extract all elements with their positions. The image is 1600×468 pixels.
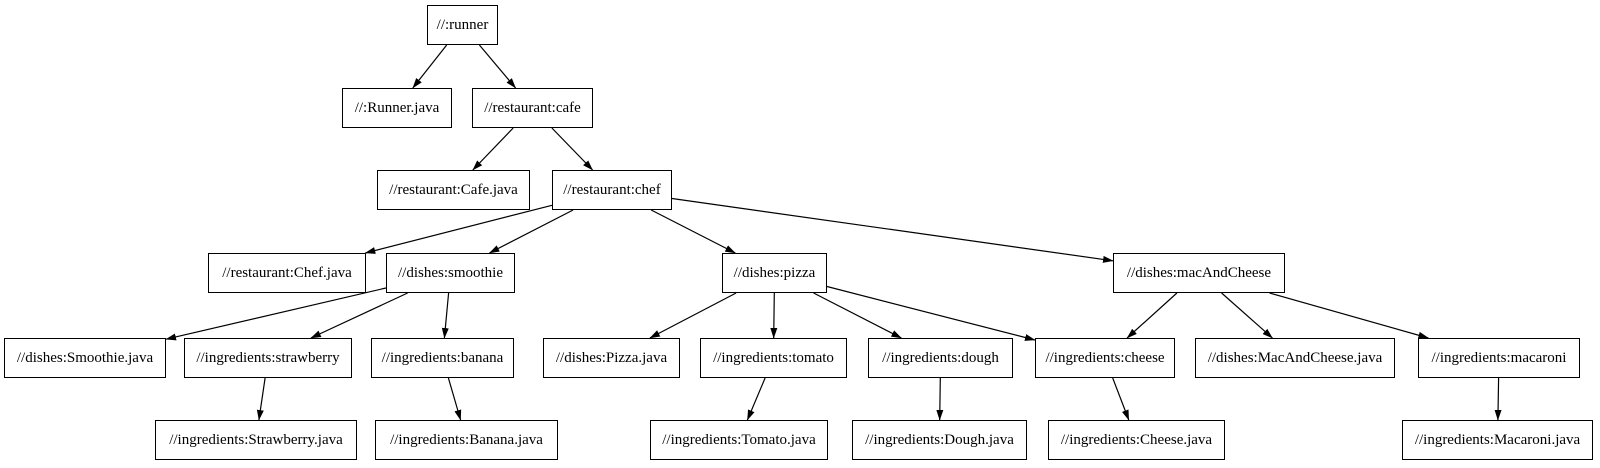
graph-node-macaroni: //ingredients:macaroni [1418,338,1580,378]
edge-chef-to-smoothie [488,209,574,254]
edge-smoothie-to-banana [441,292,450,339]
graph-node-label: //ingredients:Strawberry.java [169,431,343,448]
graph-node-label: //dishes:pizza [733,264,816,281]
graph-node-label: //ingredients:Macaroni.java [1414,431,1581,448]
graph-node-runner: //:runner [427,5,498,45]
graph-node-dough-java: //ingredients:Dough.java [852,420,1027,460]
graph-node-label: //:runner [436,16,489,33]
graph-node-label: //dishes:smoothie [398,264,503,281]
edge-runner-to-cafe [478,44,517,89]
graph-node-label: //ingredients:Banana.java [390,431,543,448]
graph-node-label: //ingredients:Tomato.java [662,431,816,448]
edge-dough-to-dough-java [936,377,944,421]
edge-chef-to-chef-java [364,204,553,254]
edge-pizza-to-tomato [770,292,778,339]
edge-chef-to-pizza [650,209,736,254]
edge-pizza-to-pizza-java [649,292,737,339]
graph-node-macaroni-java: //ingredients:Macaroni.java [1402,420,1593,460]
graph-node-label: //ingredients:Dough.java [865,431,1014,448]
graph-node-mac-and-cheese: //dishes:macAndCheese [1113,253,1285,293]
graph-node-mac-and-cheese-java: //dishes:MacAndCheese.java [1195,338,1395,378]
graph-node-cafe-java: //restaurant:Cafe.java [377,170,530,210]
graph-node-label: //restaurant:chef [563,181,661,198]
edge-banana-to-banana-java [447,377,462,421]
edge-pizza-to-dough [813,292,902,339]
graph-node-label: //ingredients:macaroni [1431,349,1567,366]
graph-node-smoothie-java: //dishes:Smoothie.java [4,338,166,378]
graph-node-label: //ingredients:Cheese.java [1060,431,1213,448]
graph-node-cafe: //restaurant:cafe [472,88,593,128]
graph-node-banana: //ingredients:banana [371,338,514,378]
graph-node-pizza: //dishes:pizza [722,253,827,293]
graph-node-tomato-java: //ingredients:Tomato.java [650,420,828,460]
edge-cafe-to-chef [551,127,594,171]
graph-node-label: //ingredients:strawberry [196,349,340,366]
graph-node-strawberry-java: //ingredients:Strawberry.java [155,420,357,460]
edge-smoothie-to-smoothie-java [165,287,387,341]
edge-mac-and-cheese-to-mac-and-cheese-java [1221,292,1273,339]
edge-cheese-to-cheese-java [1112,377,1130,421]
graph-node-label: //dishes:Pizza.java [555,349,668,366]
graph-node-label: //ingredients:tomato [713,349,834,366]
graph-node-chef-java: //restaurant:Chef.java [208,253,366,293]
graph-node-cheese-java: //ingredients:Cheese.java [1048,420,1225,460]
edge-pizza-to-cheese [826,285,1036,341]
graph-node-runner-java: //:Runner.java [342,88,452,128]
edge-macaroni-to-macaroni-java [1494,377,1502,421]
graph-node-label: //dishes:macAndCheese [1126,264,1272,281]
edge-cafe-to-cafe-java [472,127,514,171]
graph-node-label: //dishes:Smoothie.java [16,349,154,366]
edge-strawberry-to-strawberry-java [256,377,266,421]
graph-node-label: //restaurant:cafe [484,99,581,116]
edge-tomato-to-tomato-java [746,377,766,421]
graph-node-label: //restaurant:Cafe.java [389,181,518,198]
graph-node-label: //ingredients:banana [381,349,504,366]
graph-node-label: //ingredients:dough [882,349,999,366]
edge-mac-and-cheese-to-macaroni [1269,292,1429,339]
graph-node-label: //dishes:MacAndCheese.java [1207,349,1383,366]
graph-node-label: //ingredients:cheese [1045,349,1165,366]
graph-node-chef: //restaurant:chef [552,170,672,210]
edge-smoothie-to-strawberry [310,292,408,339]
edge-mac-and-cheese-to-cheese [1126,292,1178,339]
graph-node-smoothie: //dishes:smoothie [386,253,515,293]
graph-node-dough: //ingredients:dough [868,338,1013,378]
edge-runner-to-runner-java [412,44,448,89]
graph-node-banana-java: //ingredients:Banana.java [375,420,558,460]
graph-node-label: //:Runner.java [354,99,440,116]
graph-node-pizza-java: //dishes:Pizza.java [543,338,680,378]
edge-chef-to-mac-and-cheese [671,197,1114,263]
graph-node-tomato: //ingredients:tomato [700,338,847,378]
graph-node-cheese: //ingredients:cheese [1035,338,1175,378]
graph-node-strawberry: //ingredients:strawberry [184,338,352,378]
graph-node-label: //restaurant:Chef.java [222,264,352,281]
